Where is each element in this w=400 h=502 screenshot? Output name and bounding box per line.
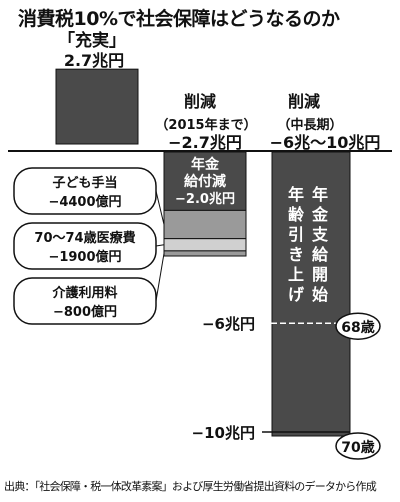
callout-value-care: −800億円 (53, 304, 117, 320)
marker-label-6: −6兆円 (202, 315, 255, 333)
age-badge-70 (335, 432, 381, 460)
bar-enhancement (55, 68, 139, 145)
chart-title: 消費税10%で社会保障はどうなるのか (18, 8, 340, 30)
callout-label-care: 介護利用料 (51, 285, 117, 301)
age-badge-text-70: 70歳 (341, 439, 374, 456)
column-heading-cut-2015: 削減 (184, 92, 216, 111)
bar-segment-medical-70-74 (163, 238, 247, 252)
bar-segment-child-allowance (163, 209, 247, 240)
callout-leader-1 (155, 190, 165, 225)
marker-label-10: −10兆円 (192, 424, 255, 442)
segment-label-pension-1: 年金 (191, 156, 220, 173)
source-note: 出典：「社会保障・税一体改革素案」および厚生労働省提出資料のデータから作成 (4, 480, 377, 493)
longterm-label-line1: 年金支給開始 (311, 185, 329, 304)
longterm-label-line2: 年齢引き上げ (288, 185, 305, 304)
callout-leader-3 (155, 253, 165, 302)
callout-leader-2 (155, 244, 165, 247)
total-label-cut-2015: −2.7兆円 (168, 133, 242, 152)
callout-label-child: 子ども手当 (52, 175, 117, 191)
total-label-cut-longterm: −6兆〜10兆円 (270, 133, 381, 152)
callout-label-medical: 70〜74歳医療費 (34, 230, 135, 246)
segment-value-pension: −2.0兆円 (175, 191, 235, 207)
segment-label-pension-2: 給付減 (184, 173, 226, 190)
callout-value-child: −4400億円 (48, 194, 121, 210)
column-sub-2015: （2015年まで） (155, 117, 256, 133)
column-heading-cut-longterm: 削減 (288, 92, 320, 111)
column-sub-longterm: （中長期） (277, 117, 342, 133)
callout-value-medical: −1900億円 (48, 249, 121, 265)
age-badge-text-68: 68歳 (341, 319, 374, 336)
total-label-enhancement: 2.7兆円 (64, 51, 124, 70)
bar-segment-pension (163, 151, 247, 211)
bar-segment-care-fee (163, 250, 247, 257)
bar-cut-longterm (271, 151, 351, 437)
age-badge-68 (335, 312, 381, 340)
column-heading-enhancement: 「充実」 (58, 30, 126, 51)
